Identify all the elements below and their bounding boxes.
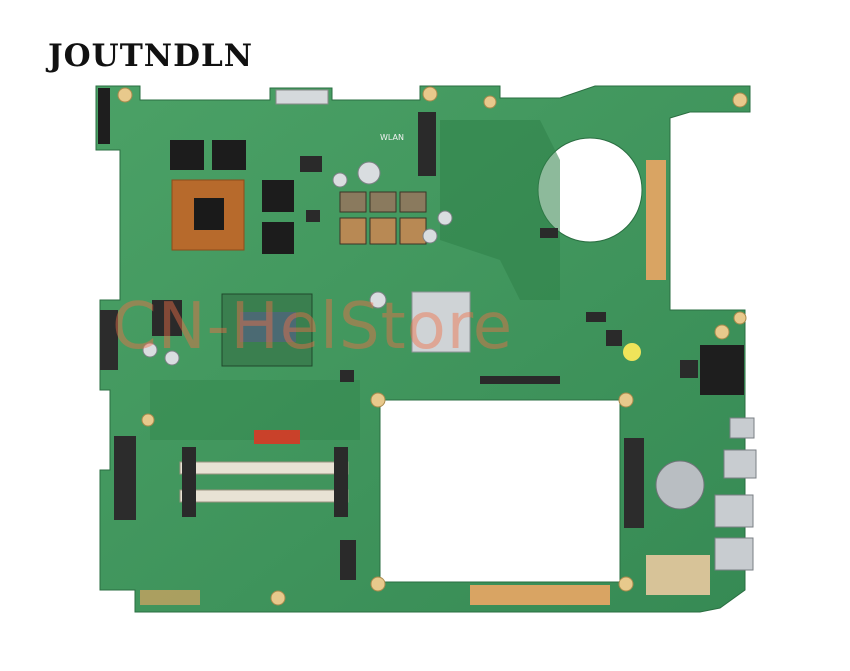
copper-strip [646,160,666,280]
cpu-die [240,312,296,342]
vram-chip [170,140,204,170]
inductors [339,191,427,245]
watermark-text: CN-HelStore [112,290,514,364]
pch-heatspreader [411,291,471,353]
usb-port [714,494,754,528]
ram-slot [179,461,349,475]
power-connector [275,89,329,105]
hdmi-port [723,449,757,479]
sata-connector-left [100,310,118,370]
mounting-holes [117,86,748,606]
capacitors [142,161,453,366]
gpu-die [194,198,224,230]
brand-logo: JOUTNDLN [48,38,254,74]
wlan-silkscreen: WLAN [380,133,404,142]
audio-jack [700,345,744,395]
cmos-battery [655,460,705,510]
board-cutout [379,399,621,583]
wlan-slot [418,112,436,176]
